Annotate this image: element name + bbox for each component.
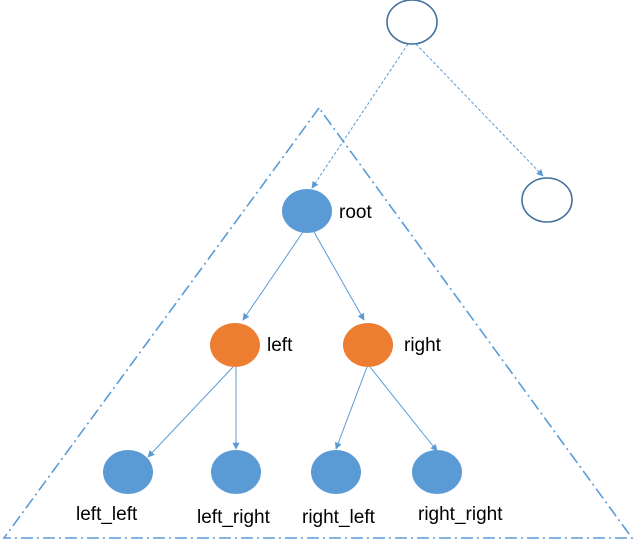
- right-label: right: [404, 335, 442, 356]
- edge-parent-to-sibling: [415, 43, 544, 177]
- left-right-label: left_right: [197, 507, 271, 528]
- edge-right-to-right-left: [334, 366, 368, 450]
- edge-left-to-left-left: [147, 366, 234, 458]
- left-label: left: [267, 335, 293, 356]
- left-right-node: [211, 450, 261, 494]
- right-left-node: [311, 450, 361, 494]
- edge-root-to-right: [313, 231, 365, 321]
- root-label: root: [339, 202, 372, 223]
- right-right-node: [412, 450, 462, 494]
- left-node: [210, 323, 260, 367]
- right-node: [343, 323, 393, 367]
- edge-parent-to-root: [311, 43, 409, 189]
- right-left-label: right_left: [302, 507, 376, 528]
- root-node: [282, 189, 332, 233]
- sibling-node: [521, 177, 573, 223]
- subtree-boundary-triangle: [2, 106, 634, 539]
- left-left-node: [103, 450, 153, 494]
- right-right-label: right_right: [418, 504, 503, 525]
- parent-node: [386, 0, 438, 45]
- edge-root-to-left: [242, 231, 304, 321]
- edge-right-to-right-right: [369, 366, 438, 452]
- left-left-label: left_left: [76, 504, 138, 525]
